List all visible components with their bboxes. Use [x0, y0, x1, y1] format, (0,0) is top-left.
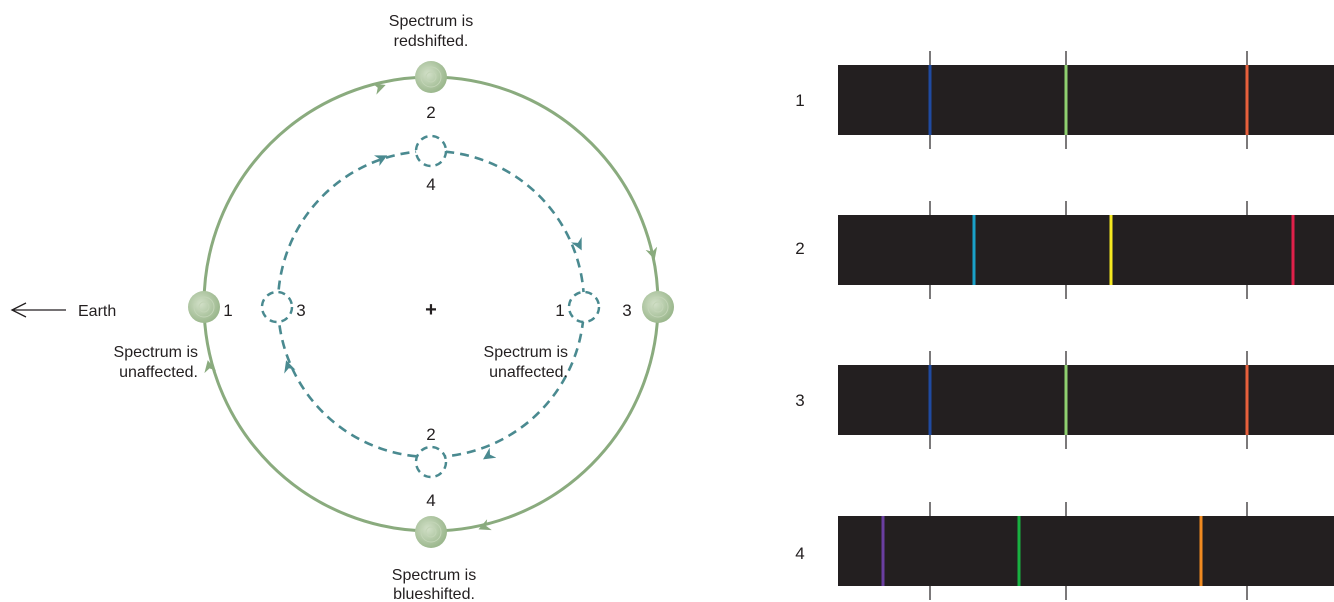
caption-right-line2: unaffected.: [489, 364, 568, 381]
companion-right: [567, 290, 601, 324]
earth-label: Earth: [78, 303, 116, 320]
caption-left-line2: unaffected.: [119, 364, 198, 381]
inner-orbit-arrow-bottom-right: [483, 447, 497, 460]
reference-ticks-3: [929, 351, 1248, 449]
orbit-diagram: Earth + 1 2 3 4 4 3 1 2 Spectrum is reds…: [10, 13, 674, 602]
spectrum-label-3: 3: [795, 391, 804, 410]
outer-label-right: 3: [622, 301, 631, 320]
companion-bottom: [414, 445, 448, 479]
spectrum-row-1: 1: [795, 51, 1334, 149]
reference-ticks-2: [929, 201, 1248, 299]
outer-label-top: 2: [426, 103, 435, 122]
spectrum-row-3: 3: [795, 351, 1334, 449]
earth-arrow-head: [10, 302, 27, 318]
outer-label-bottom: 4: [426, 491, 435, 510]
caption-left-line1: Spectrum is: [114, 344, 198, 361]
caption-bottom-line2: blueshifted.: [393, 586, 475, 602]
star-right: [642, 291, 674, 323]
spectra-panel: 1 2 3: [795, 51, 1334, 600]
caption-bottom-line1: Spectrum is: [392, 567, 476, 584]
spectrum-label-2: 2: [795, 239, 804, 258]
outer-label-left: 1: [223, 301, 232, 320]
star-left: [188, 291, 220, 323]
star-bottom: [415, 516, 447, 548]
star-top: [415, 61, 447, 93]
caption-top-line2: redshifted.: [394, 33, 469, 50]
inner-label-left: 3: [296, 301, 305, 320]
inner-label-bottom: 2: [426, 425, 435, 444]
center-marker: +: [425, 299, 437, 321]
inner-orbit-arrow-left: [284, 360, 296, 374]
spectrum-row-2: 2: [795, 201, 1334, 299]
inner-label-top: 4: [426, 175, 435, 194]
inner-label-right: 1: [555, 301, 564, 320]
spectrum-label-4: 4: [795, 544, 804, 563]
spectrum-band-4: [838, 516, 1334, 586]
companion-top: [414, 134, 448, 168]
outer-orbit-arrow-left: [204, 360, 217, 374]
outer-orbit-arrow-top-left: [372, 83, 386, 95]
caption-right-line1: Spectrum is: [484, 344, 568, 361]
inner-orbit-arrow-right: [570, 236, 582, 251]
caption-top-line1: Spectrum is: [389, 13, 473, 30]
reference-ticks-1: [929, 51, 1248, 149]
earth-pointer: Earth: [10, 302, 116, 320]
spectrum-band-1: [838, 65, 1334, 135]
reference-ticks-4: [929, 502, 1248, 600]
spectrum-band-2: [838, 215, 1334, 285]
spectrum-band-3: [838, 365, 1334, 435]
companion-left: [260, 290, 294, 324]
spectrum-row-4: 4: [795, 502, 1334, 600]
spectrum-label-1: 1: [795, 91, 804, 110]
